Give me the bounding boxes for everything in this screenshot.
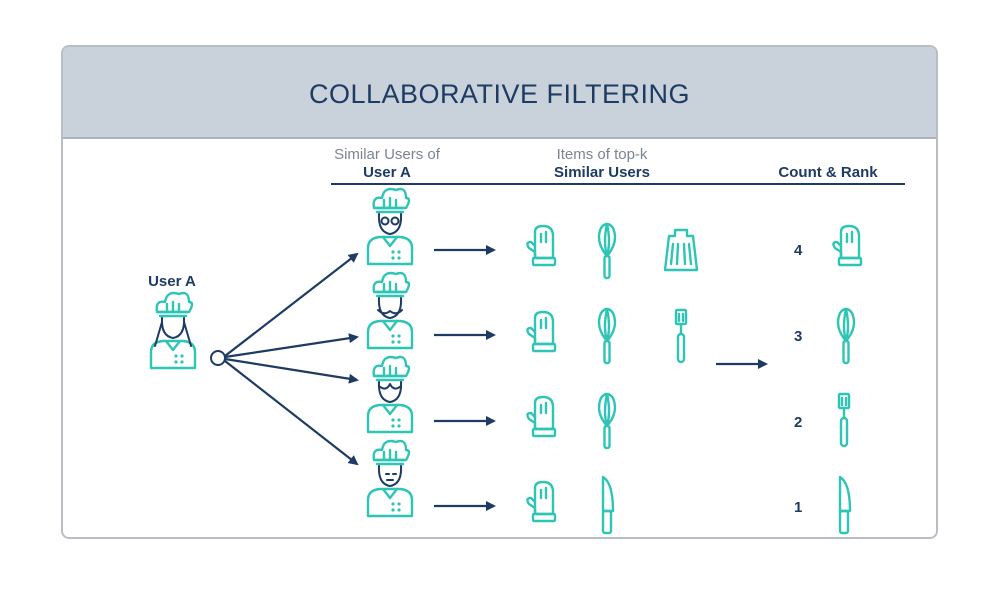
- rank-count-4: 4: [794, 242, 803, 259]
- oven-mitt-icon: [526, 224, 557, 267]
- whisk-icon: [836, 307, 856, 365]
- rank-count-3: 3: [794, 328, 803, 345]
- knife-icon: [601, 475, 615, 535]
- fan-arrow-1: [224, 252, 359, 357]
- chef-beard-icon: [366, 439, 414, 518]
- oven-mitt-icon: [832, 224, 863, 267]
- spatula-icon: [837, 392, 851, 448]
- fan-arrow-4: [224, 360, 359, 466]
- whisk-icon: [597, 392, 617, 450]
- chef-mustache-icon: [366, 271, 414, 350]
- whisk-icon: [597, 222, 617, 280]
- col-count-rank: Count & Rank: [778, 164, 878, 181]
- oven-mitt-icon: [526, 480, 557, 523]
- col-items-line1: Items of top-k: [556, 146, 648, 163]
- grater-icon: [663, 228, 699, 272]
- spatula-icon: [674, 308, 688, 364]
- rank-count-2: 2: [794, 414, 803, 431]
- source-node: [210, 350, 226, 366]
- col-items-line2: Similar Users: [554, 164, 650, 181]
- diagram-card: COLLABORATIVE FILTERING: [61, 45, 938, 539]
- col-similar-users-line1: Similar Users of: [334, 146, 440, 163]
- chef-icon: [366, 355, 414, 434]
- header-rule: [331, 183, 905, 185]
- rank-count-1: 1: [794, 499, 803, 516]
- col-similar-users-line2: User A: [363, 164, 411, 181]
- header-bar: COLLABORATIVE FILTERING: [63, 47, 936, 139]
- oven-mitt-icon: [526, 395, 557, 438]
- user-a-label: User A: [148, 273, 196, 290]
- user-a-chef-icon: [149, 291, 197, 370]
- oven-mitt-icon: [526, 310, 557, 353]
- page-title: COLLABORATIVE FILTERING: [308, 79, 691, 109]
- knife-icon: [838, 475, 852, 535]
- whisk-icon: [597, 307, 617, 365]
- fan-arrow-2: [224, 333, 359, 359]
- fan-arrow-3: [224, 357, 359, 384]
- chef-glasses-icon: [366, 187, 414, 266]
